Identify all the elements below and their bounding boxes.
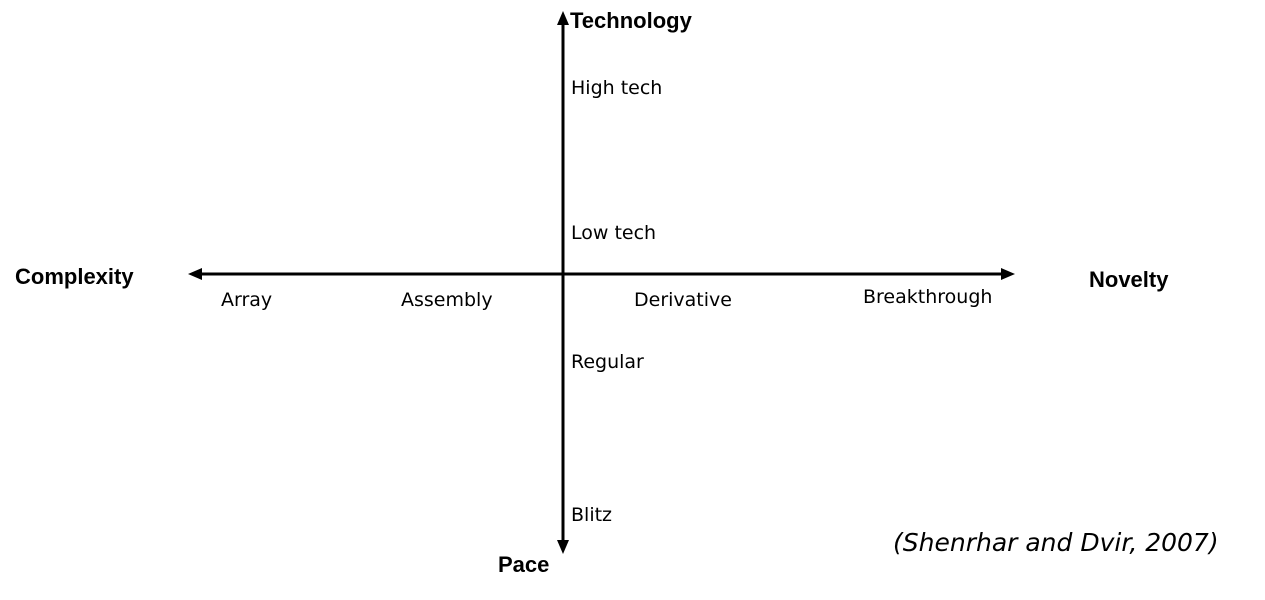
novelty-arrowhead [1001,268,1015,280]
level-array: Array [221,289,273,311]
level-low-tech: Low tech [571,222,657,244]
novelty-axis-title: Novelty [1089,267,1169,292]
complexity-axis-title: Complexity [15,264,134,289]
pace-axis-title: Pace [498,552,550,577]
level-derivative: Derivative [634,289,732,311]
citation-text: (Shenrhar and Dvir, 2007) [893,528,1219,557]
complexity-arrowhead [188,268,202,280]
level-breakthrough: Breakthrough [863,286,993,308]
level-blitz: Blitz [571,504,613,526]
pace-arrowhead [557,540,569,554]
level-high-tech: High tech [571,77,663,99]
level-assembly: Assembly [401,289,493,311]
technology-arrowhead [557,11,569,25]
technology-axis-title: Technology [570,8,692,33]
level-regular: Regular [571,351,644,373]
